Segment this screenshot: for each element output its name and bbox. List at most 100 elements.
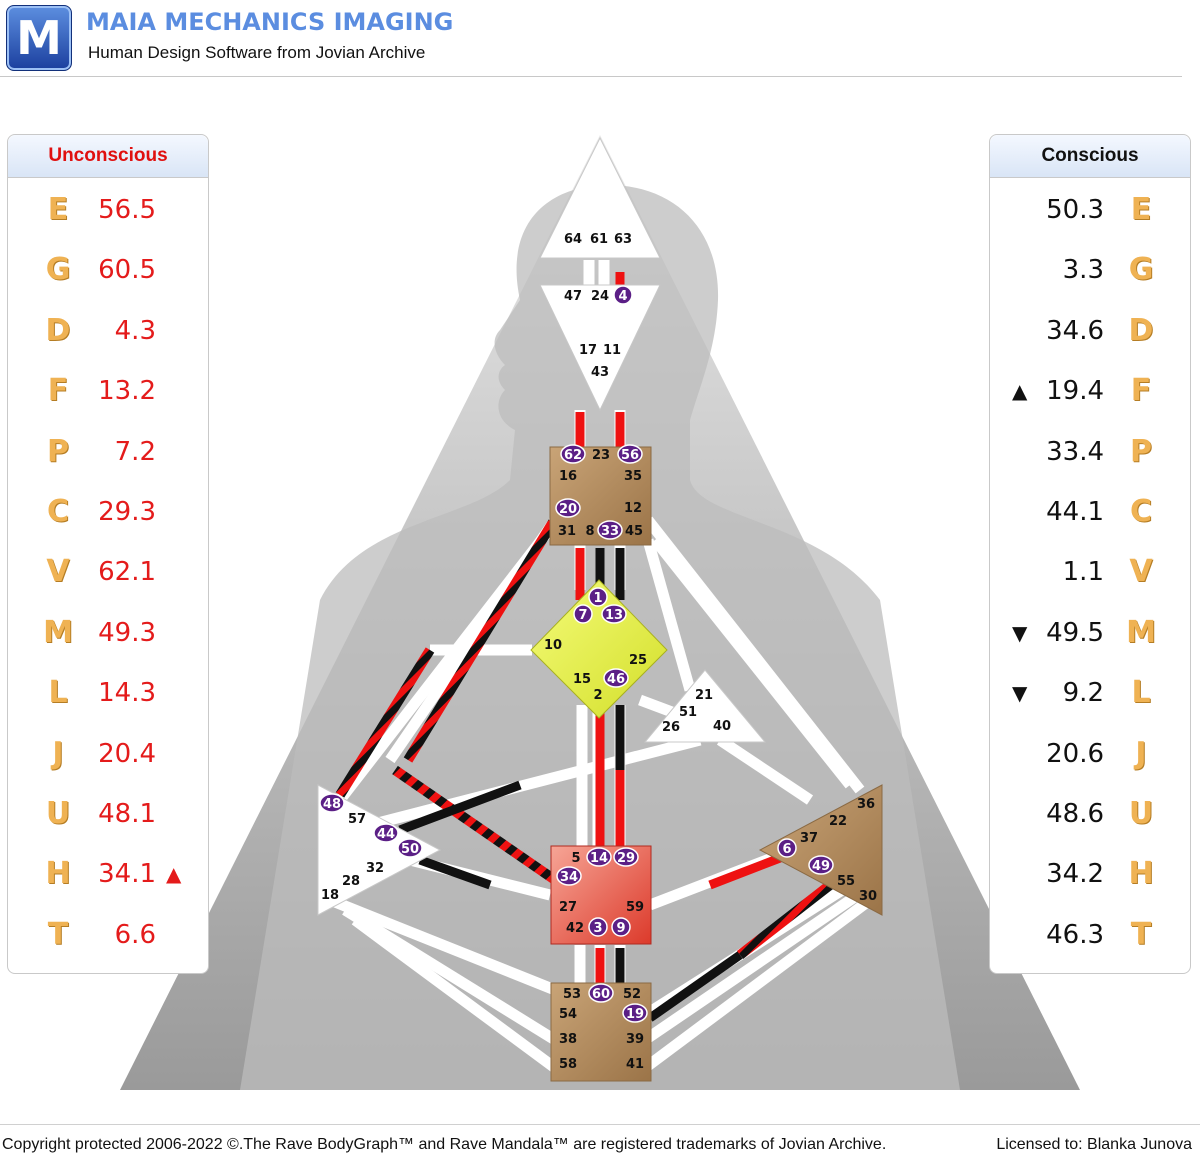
planet-symbol: P xyxy=(47,433,69,469)
gate-number: 31 xyxy=(558,524,576,539)
fixing-arrow-icon: ▼ xyxy=(1012,681,1028,706)
fixing-arrow-icon: ▲ xyxy=(166,862,182,887)
gate-34: 34 xyxy=(556,866,582,886)
gate-line-value: 49.3 xyxy=(98,617,156,648)
gate-number: 63 xyxy=(614,232,632,247)
gate-33: 33 xyxy=(597,520,623,540)
gate-number: 42 xyxy=(566,921,584,936)
gate-number: 13 xyxy=(605,608,623,623)
gate-line-value: 19.4 xyxy=(1046,376,1104,407)
gate-number: 40 xyxy=(713,719,731,734)
gate-number: 5 xyxy=(571,851,580,866)
gate-number: 56 xyxy=(621,448,639,463)
head-center xyxy=(539,136,661,259)
gate-63: 63 xyxy=(614,232,632,247)
gate-number: 12 xyxy=(624,501,642,516)
gate-56: 56 xyxy=(617,444,643,464)
gate-number: 1 xyxy=(593,591,602,606)
gate-number: 9 xyxy=(616,921,625,936)
gate-line-value: 9.2 xyxy=(1062,678,1104,709)
gate-21: 21 xyxy=(695,688,713,703)
gate-35: 35 xyxy=(624,469,642,484)
gate-46: 46 xyxy=(603,668,629,688)
gate-number: 43 xyxy=(591,365,609,380)
unconscious-title: Unconscious xyxy=(8,135,208,178)
gate-badge xyxy=(397,838,423,858)
gate-badge xyxy=(622,1003,648,1023)
gate-18: 18 xyxy=(321,888,339,903)
gate-30: 30 xyxy=(859,889,877,904)
gate-28: 28 xyxy=(342,874,360,889)
planet-symbol: M xyxy=(43,614,73,650)
channel-20-34 xyxy=(403,519,558,763)
gate-54: 54 xyxy=(559,1007,577,1022)
gate-badge xyxy=(603,668,629,688)
planet-symbol: D xyxy=(45,312,71,348)
planet-symbol: H xyxy=(45,856,71,892)
gate-number: 19 xyxy=(626,1007,644,1022)
gate-line-value: 14.3 xyxy=(98,678,156,709)
copyright-text: Copyright protected 2006-2022 ©.The Rave… xyxy=(2,1136,887,1153)
gate-19: 19 xyxy=(622,1003,648,1023)
gate-number: 36 xyxy=(857,797,875,812)
gate-number: 26 xyxy=(662,720,680,735)
gate-badge xyxy=(597,520,623,540)
solar-plexus-center xyxy=(758,784,883,916)
app-subtitle: Human Design Software from Jovian Archiv… xyxy=(88,43,426,62)
planet-symbol: U xyxy=(1128,796,1154,831)
planet-symbol: J xyxy=(52,735,64,771)
spleen-center xyxy=(317,784,442,916)
gate-line-value: 4.3 xyxy=(114,315,156,346)
gate-9: 9 xyxy=(611,917,631,937)
gate-number: 30 xyxy=(859,889,877,904)
gate-number: 58 xyxy=(559,1057,577,1072)
gate-badge xyxy=(319,793,345,813)
gate-51: 51 xyxy=(679,705,697,720)
gate-badge xyxy=(588,587,608,607)
planet-symbol: E xyxy=(1130,192,1152,227)
gate-20: 20 xyxy=(555,498,581,518)
planet-symbol: M xyxy=(1126,614,1156,650)
gate-number: 32 xyxy=(366,861,384,876)
gate-line-value: 49.5 xyxy=(1046,617,1104,648)
gate-number: 46 xyxy=(607,672,625,687)
gate-25: 25 xyxy=(629,653,647,668)
gate-52: 52 xyxy=(623,987,641,1002)
gate-3: 3 xyxy=(588,917,608,937)
gate-12: 12 xyxy=(624,501,642,516)
gate-number: 3 xyxy=(593,921,602,936)
gate-number: 57 xyxy=(348,812,366,827)
gate-number: 20 xyxy=(559,502,577,517)
planet-symbol: G xyxy=(1128,252,1154,288)
gate-line-value: 34.6 xyxy=(1046,315,1104,346)
gate-number: 24 xyxy=(591,289,609,304)
gate-32: 32 xyxy=(366,861,384,876)
heart-center xyxy=(643,669,767,743)
gate-58: 58 xyxy=(559,1057,577,1072)
app-title: MAIA MECHANICS IMAGING xyxy=(86,8,454,36)
planet-symbol: D xyxy=(1128,312,1154,348)
gate-number: 54 xyxy=(559,1007,577,1022)
gate-39: 39 xyxy=(626,1032,644,1047)
gate-badge xyxy=(560,444,586,464)
gate-number: 52 xyxy=(623,987,641,1002)
gate-badge xyxy=(573,604,593,624)
channel-49-19 xyxy=(736,881,834,959)
gate-line-value: 44.1 xyxy=(1046,497,1104,527)
planet-symbol: T xyxy=(47,916,69,952)
gate-62: 62 xyxy=(560,444,586,464)
